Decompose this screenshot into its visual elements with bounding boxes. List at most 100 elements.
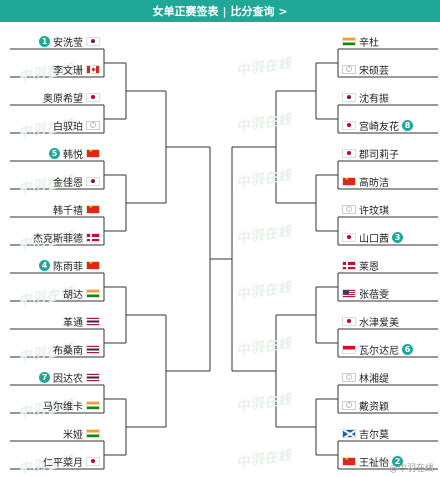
ind-flag-icon [86, 400, 100, 410]
player-slot[interactable]: 高昉洁 [342, 173, 438, 189]
player-slot[interactable]: 韩千禧 [10, 201, 100, 217]
kor-flag-icon [342, 92, 356, 102]
footer-credit: @中羽在线 [388, 464, 434, 474]
usa-flag-icon [342, 288, 356, 298]
seed-badge: 5 [49, 147, 60, 159]
player-name: 辛杜 [359, 37, 379, 49]
player-name: 郡司莉子 [359, 149, 399, 161]
player-name: 韩千禧 [53, 205, 83, 217]
player-name: 林湘缇 [359, 373, 389, 385]
twn-flag-icon [342, 372, 356, 382]
player-name: 白驭珀 [53, 121, 83, 133]
player-name: 李文珊 [53, 65, 83, 77]
seed-badge: 7 [39, 371, 50, 383]
seed-badge: 8 [402, 119, 413, 131]
player-name: 安洗莹 [53, 37, 83, 49]
player-name: 仁平菜月 [43, 457, 83, 469]
player-slot[interactable]: 李文珊 [10, 61, 100, 77]
jpn-flag-icon [342, 316, 356, 326]
player-name: 许玟琪 [359, 205, 389, 217]
player-name: 高昉洁 [359, 177, 389, 189]
seed-badge: 1 [39, 35, 50, 47]
player-name: 戴资颖 [359, 401, 389, 413]
player-slot[interactable]: 奥原希望 [10, 89, 100, 105]
can-flag-icon [86, 64, 100, 74]
player-name: 韩悦 [63, 149, 83, 161]
player-slot[interactable]: 布桑南 [10, 341, 100, 357]
ina-flag-icon [342, 344, 356, 354]
jpn-flag-icon [86, 456, 100, 466]
player-name: 金佳恩 [53, 177, 83, 189]
player-name: 马尔维卡 [43, 401, 83, 413]
player-name: 布桑南 [53, 345, 83, 357]
player-name: 宋硕芸 [359, 65, 389, 77]
den-flag-icon [86, 232, 100, 242]
chn-flag-icon [86, 260, 100, 270]
player-slot[interactable]: 米娅 [10, 425, 100, 441]
draw-header: 女单正赛签表 | 比分查询 > [0, 0, 440, 22]
den-flag-icon [342, 260, 356, 270]
player-slot[interactable]: 胡达 [10, 285, 100, 301]
player-slot[interactable]: 革通 [10, 313, 100, 329]
score-query-link[interactable]: 比分查询 > [230, 5, 288, 18]
player-slot[interactable]: 许玟琪 [342, 201, 438, 217]
player-slot[interactable]: 沈有振 [342, 89, 438, 105]
chn-flag-icon [342, 456, 356, 466]
player-name: 胡达 [63, 289, 83, 301]
player-name: 沈有振 [359, 93, 389, 105]
player-slot[interactable]: 林湘缇 [342, 369, 438, 385]
seed-badge: 3 [392, 231, 403, 243]
chn-flag-icon [342, 176, 356, 186]
player-name: 瓦尔达尼 [359, 345, 399, 357]
tha-flag-icon [86, 344, 100, 354]
ind-flag-icon [86, 288, 100, 298]
kor-flag-icon [86, 176, 100, 186]
player-slot[interactable]: 白驭珀 [10, 117, 100, 133]
player-name: 革通 [63, 317, 83, 329]
player-slot[interactable]: 张蓓雯 [342, 285, 438, 301]
jpn-flag-icon [342, 120, 356, 130]
player-slot[interactable]: 金佳恩 [10, 173, 100, 189]
player-name: 水津爱美 [359, 317, 399, 329]
player-name: 莱恩 [359, 261, 379, 273]
ind-flag-icon [342, 36, 356, 46]
player-slot[interactable]: 郡司莉子 [342, 145, 438, 161]
jpn-flag-icon [342, 148, 356, 158]
ind-flag-icon [86, 428, 100, 438]
draw-title: 女单正赛签表 [152, 5, 219, 18]
player-slot[interactable]: 杰克斯菲德 [10, 229, 100, 245]
player-name: 米娅 [63, 429, 83, 441]
player-name: 杰克斯菲德 [33, 233, 83, 245]
player-name: 宫崎友花 [359, 121, 399, 133]
player-slot[interactable]: 莱恩 [342, 257, 438, 273]
player-slot[interactable]: 宋硕芸 [342, 61, 438, 77]
seed-badge: 6 [402, 343, 413, 355]
player-name: 山口茜 [359, 233, 389, 245]
tha-flag-icon [86, 316, 100, 326]
twn-flag-icon [342, 400, 356, 410]
twn-flag-icon [86, 120, 100, 130]
jpn-flag-icon [86, 92, 100, 102]
player-slot[interactable]: 仁平菜月 [10, 453, 100, 469]
player-name: 王祉怡 [359, 457, 389, 469]
seed-badge: 2 [392, 455, 403, 467]
jpn-flag-icon [342, 232, 356, 242]
header-separator: | [222, 4, 227, 18]
kor-flag-icon [86, 36, 100, 46]
player-slot[interactable]: 吉尔莫 [342, 425, 438, 441]
player-slot[interactable]: 马尔维卡 [10, 397, 100, 413]
player-slot[interactable]: 戴资颖 [342, 397, 438, 413]
twn-flag-icon [342, 64, 356, 74]
chn-flag-icon [86, 204, 100, 214]
player-slot[interactable]: 水津爱美 [342, 313, 438, 329]
player-slot[interactable]: 辛杜 [342, 33, 438, 49]
